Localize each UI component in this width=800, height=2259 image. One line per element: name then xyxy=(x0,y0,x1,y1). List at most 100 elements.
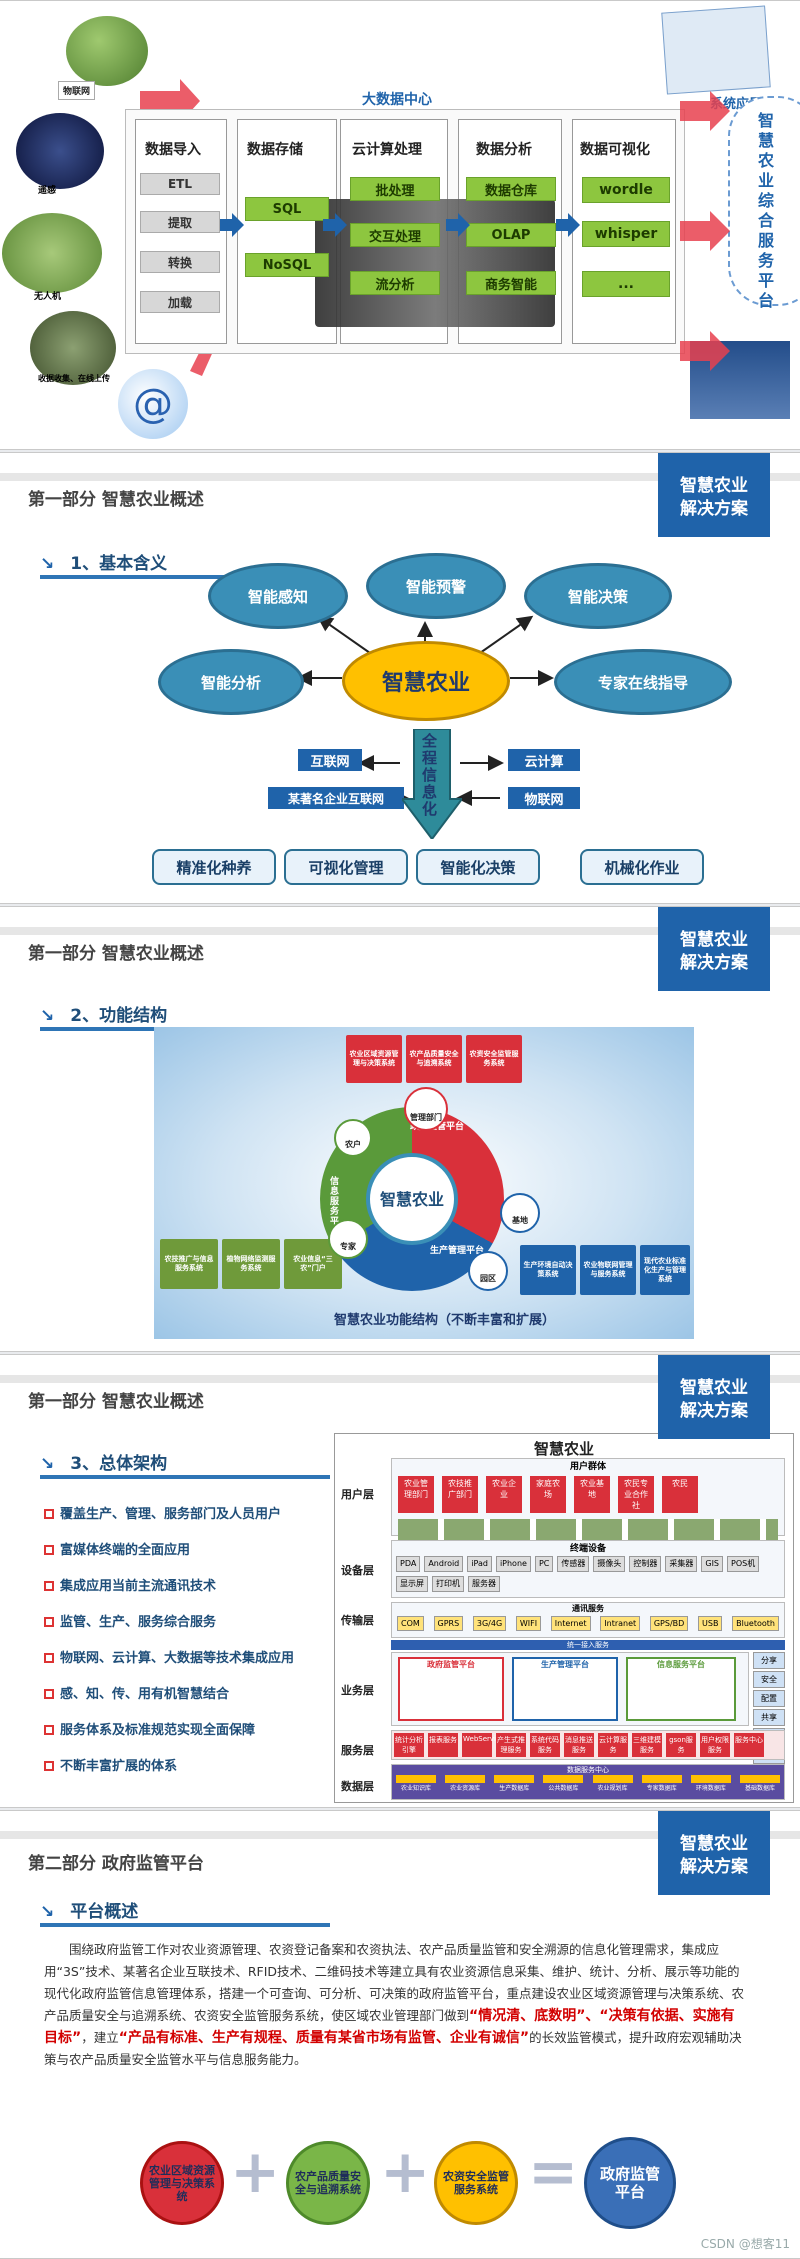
right-cube-1: 生产环境自动决策系统 xyxy=(520,1245,576,1295)
center-circle: 智慧农业 xyxy=(366,1153,458,1245)
title-bar xyxy=(0,927,800,935)
bottom-visual: 可视化管理 xyxy=(284,849,408,885)
badge-line1: 智慧农业 xyxy=(680,476,748,496)
bullet-item: 感、知、传、用有机智慧结合 xyxy=(44,1683,229,1702)
bullet-item: 覆盖生产、管理、服务部门及人员用户 xyxy=(44,1503,281,1522)
layer-label-service: 服务层 xyxy=(341,1744,374,1757)
biz-prod: 生产管理平台 xyxy=(512,1657,618,1721)
bubble-analysis: 智能分析 xyxy=(158,649,304,715)
comm: Internet xyxy=(550,1616,591,1631)
device: iPad xyxy=(467,1556,492,1572)
para-text-2: ，建立 xyxy=(81,2030,119,2045)
bullet-item: 服务体系及标准规范实现全面保障 xyxy=(44,1719,255,1738)
bullet-text: 覆盖生产、管理、服务部门及人员用户 xyxy=(60,1507,282,1522)
biz-layer: 政府监管平台 生产管理平台 信息服务平台 xyxy=(391,1652,749,1726)
badge-line2: 解决方案 xyxy=(680,1857,748,1877)
para-highlight-2: “产品有标准、生产有规程、质量有某省市场有监管、企业有诚信” xyxy=(118,2030,530,2046)
section-label: 1、基本含义 xyxy=(70,554,168,574)
bullet-item: 监管、生产、服务综合服务 xyxy=(44,1611,216,1630)
equals-icon: = xyxy=(528,2137,579,2207)
service: 产生式推理服务 xyxy=(496,1733,526,1757)
device: iPhone xyxy=(495,1556,531,1572)
user-role: 家庭农场 xyxy=(530,1476,566,1513)
bullet-item: 物联网、云计算、大数据等技术集成应用 xyxy=(44,1647,294,1666)
formula-quality-system: 农产品质量安全与追溯系统 xyxy=(286,2141,370,2225)
data-center-label: 数据服务中心 xyxy=(567,1766,609,1774)
formula-resource-system: 农业区域资源管理与决策系统 xyxy=(140,2141,224,2225)
node-base: 基地 xyxy=(500,1193,540,1233)
plus-icon: + xyxy=(230,2137,281,2207)
down-arrow-shape xyxy=(402,729,462,839)
side-op: 安全 xyxy=(753,1671,785,1688)
slide-function-structure: 第一部分 智慧农业概述 智慧农业解决方案 ↘2、功能结构 农业区域资源管理与决策… xyxy=(0,906,800,1352)
part-title: 第二部分 政府监管平台 xyxy=(28,1854,204,1874)
section-label: 平台概述 xyxy=(70,1902,139,1922)
comm: COM xyxy=(397,1616,424,1631)
node-park: 园区 xyxy=(468,1251,508,1291)
tag-iot: 物联网 xyxy=(508,787,580,809)
bullet-icon xyxy=(44,1617,54,1627)
bullet-icon xyxy=(44,1545,54,1555)
architecture-diagram: 智慧农业 用户层 用户群体 农业管理部门 农技推广部门 农业企业 家庭农场 农业… xyxy=(334,1433,794,1803)
comm: Bluetooth xyxy=(732,1616,779,1631)
device: Android xyxy=(424,1556,464,1572)
bullet-item: 集成应用当前主流通讯技术 xyxy=(44,1575,216,1594)
col-header-storage: 数据存储 xyxy=(247,142,303,158)
badge-line2: 解决方案 xyxy=(680,953,748,973)
bubble-expert: 专家在线指导 xyxy=(554,649,732,715)
email-globe-icon: @ xyxy=(118,369,188,439)
right-cube-2: 农业物联网管理与服务系统 xyxy=(580,1245,636,1295)
device: 打印机 xyxy=(432,1576,464,1592)
diagram-caption: 智慧农业功能结构（不断丰富和扩展） xyxy=(334,1313,556,1328)
device: GIS xyxy=(701,1556,724,1572)
output-arrows xyxy=(680,91,730,371)
part-title: 第一部分 智慧农业概述 xyxy=(28,490,204,510)
analysis-bi: 商务智能 xyxy=(466,271,556,295)
solution-badge: 智慧农业解决方案 xyxy=(658,453,770,537)
service: 服务中心 xyxy=(734,1733,764,1757)
layer-label-data: 数据层 xyxy=(341,1780,374,1793)
center-title: 大数据中心 xyxy=(362,92,432,108)
bullet-icon xyxy=(44,1761,54,1771)
analysis-olap: OLAP xyxy=(466,223,556,247)
arrow-icon: ↘ xyxy=(40,1454,55,1474)
data-item: 农业资源库 xyxy=(445,1775,486,1792)
bullet-item: 富媒体终端的全面应用 xyxy=(44,1539,190,1558)
bubble-sensing: 智能感知 xyxy=(208,563,348,629)
system-screenshot xyxy=(661,5,771,95)
section-underline xyxy=(40,575,240,579)
data-layer: 数据服务中心 农业知识库农业资源库生产数据库公共数据库农业规划库专家数据库环境数… xyxy=(391,1764,785,1800)
device: 控制器 xyxy=(629,1556,662,1572)
section-heading: ↘ 3、总体架构 xyxy=(40,1449,167,1474)
side-op: 共享 xyxy=(753,1709,785,1726)
side-op: 配置 xyxy=(753,1690,785,1707)
section-heading: ↘2、功能结构 xyxy=(40,1001,167,1026)
vis-whisper: whisper xyxy=(582,221,670,247)
vis-more: ... xyxy=(582,271,670,297)
import-extract: 提取 xyxy=(140,211,220,233)
section-label: 3、总体架构 xyxy=(70,1454,168,1474)
section-underline xyxy=(40,1027,240,1031)
title-bar xyxy=(0,1831,800,1839)
bullet-icon xyxy=(44,1581,54,1591)
data-item: 农业知识库 xyxy=(396,1775,436,1792)
tag-cloud: 云计算 xyxy=(508,749,580,771)
device: 显示屏 xyxy=(396,1576,428,1592)
compute-stream: 流分析 xyxy=(350,271,440,295)
source-label-iot: 物联网 xyxy=(58,81,96,100)
badge-line2: 解决方案 xyxy=(680,1401,748,1421)
user-group-title: 用户群体 xyxy=(569,1462,606,1472)
service: WebService xyxy=(462,1733,504,1757)
device: 服务器 xyxy=(468,1576,500,1592)
section-heading: ↘1、基本含义 xyxy=(40,549,167,574)
slide-big-data-center: 物联网 遥感 无人机 收据收集、在线上传 @ 大数据中心 数据导入 数据存储 云… xyxy=(0,0,800,450)
data-item: 专家数据库 xyxy=(641,1775,682,1792)
storage-sql: SQL xyxy=(245,197,329,221)
section-underline xyxy=(40,1475,330,1479)
analysis-dw: 数据仓库 xyxy=(466,177,556,201)
source-label-drone: 无人机 xyxy=(34,292,62,302)
iot-photo xyxy=(66,16,148,86)
col-header-vis: 数据可视化 xyxy=(580,142,650,158)
para-highlight-1: “情况清、底数明”、“决策有依据、实施有目标” xyxy=(44,2008,735,2046)
